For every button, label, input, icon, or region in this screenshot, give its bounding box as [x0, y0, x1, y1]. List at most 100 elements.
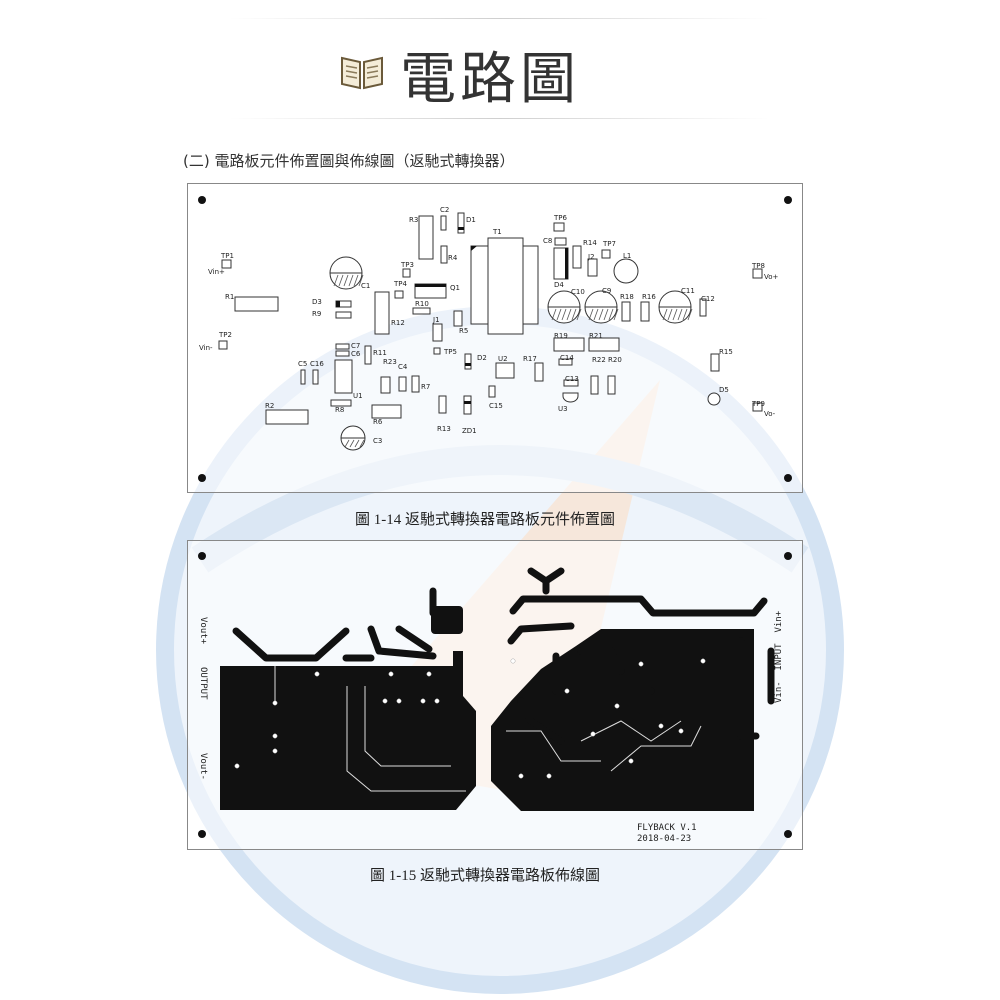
- mounting-hole: [198, 552, 206, 560]
- component-outline: [470, 245, 489, 325]
- component-outline: [752, 268, 763, 279]
- component-label: Q1: [450, 284, 460, 292]
- component-outline: [394, 290, 404, 299]
- component-label: R19: [554, 332, 568, 340]
- component-label: R6: [373, 418, 383, 426]
- copper-trace: [517, 697, 565, 745]
- component-label: C10: [571, 288, 585, 296]
- component-label: U1: [353, 392, 363, 400]
- polarity-mark: [415, 284, 446, 287]
- hatch-line: [551, 308, 557, 321]
- t1-pin-mark: [471, 246, 477, 251]
- component-outline: [335, 350, 350, 357]
- component-label: TP6: [554, 214, 567, 222]
- component-outline: [330, 399, 352, 407]
- component-outline: [300, 369, 306, 385]
- hatch-line: [677, 308, 683, 321]
- component-label: C6: [351, 350, 361, 358]
- figure-2-caption: 圖 1-15 返馳式轉換器電路板佈線圖: [370, 868, 600, 884]
- copper-trace: [232, 627, 350, 662]
- mounting-hole: [784, 474, 792, 482]
- component-outline: [398, 376, 407, 392]
- via-pad: [510, 658, 516, 664]
- hatch-line: [353, 274, 359, 287]
- via-pad: [658, 723, 664, 729]
- component-outline: [440, 245, 448, 264]
- component-label: C2: [440, 206, 450, 214]
- component-label: R4: [448, 254, 458, 262]
- component-label: R9: [312, 310, 322, 318]
- hatch-line: [682, 308, 688, 321]
- hatch-line: [603, 308, 609, 321]
- book-icon: [338, 52, 386, 96]
- polarity-mark: [565, 248, 568, 279]
- component-outline: [601, 249, 611, 259]
- component-outline: [563, 379, 579, 387]
- component-label: R10: [415, 300, 429, 308]
- hatch-line: [556, 308, 562, 321]
- component-outline: [335, 311, 352, 319]
- component-label: R23: [383, 358, 397, 366]
- hatch-line: [588, 308, 594, 321]
- component-label: C14: [560, 354, 574, 362]
- component-outline: [221, 259, 232, 269]
- component-label: R17: [523, 355, 537, 363]
- component-outline: [553, 337, 585, 352]
- component-outline: [590, 375, 599, 395]
- component-label: C16: [310, 360, 324, 368]
- via-pad: [272, 700, 278, 706]
- hatch-line: [598, 308, 604, 321]
- section-subtitle: (二) 電路板元件佈置圖與佈線圖（返馳式轉換器）: [183, 152, 515, 170]
- hatch-line: [593, 308, 599, 321]
- component-label: R20: [608, 356, 622, 364]
- component-outline: [587, 258, 598, 277]
- component-outline: [432, 323, 443, 342]
- component-outline: [463, 395, 472, 415]
- component-outline: [607, 375, 616, 395]
- vout-plus-label: Vout+: [198, 617, 208, 645]
- capacitor-outline: [613, 258, 639, 284]
- mounting-hole: [198, 830, 206, 838]
- component-label: TP5: [444, 348, 457, 356]
- copper-trace: [737, 637, 760, 740]
- component-label: C15: [489, 402, 503, 410]
- copper-trace: [577, 647, 625, 675]
- component-drawing: [198, 196, 792, 482]
- polarity-mark: [465, 363, 471, 366]
- component-label: Vin-: [199, 344, 213, 352]
- mounting-hole: [784, 196, 792, 204]
- hatch-line: [333, 274, 339, 287]
- component-label: R14: [583, 239, 597, 247]
- mounting-hole: [784, 552, 792, 560]
- component-outline: [522, 245, 539, 325]
- component-label: R1: [225, 293, 235, 301]
- component-outline: [374, 291, 390, 335]
- component-label: C5: [298, 360, 308, 368]
- component-label: R5: [459, 327, 469, 335]
- component-label: T1: [493, 228, 502, 236]
- component-label: TP8: [752, 262, 765, 270]
- component-label: C9: [602, 287, 612, 295]
- component-outline: [640, 301, 650, 322]
- component-outline: [457, 212, 465, 234]
- component-outline: [335, 343, 350, 350]
- component-label: TP4: [394, 280, 407, 288]
- hatch-line: [354, 439, 360, 448]
- component-outline: [554, 237, 567, 246]
- trace-outline: [346, 686, 466, 792]
- hatch-line: [662, 308, 668, 321]
- via-pad: [382, 698, 388, 704]
- hatch-line: [561, 308, 567, 321]
- hatch-line: [613, 308, 619, 321]
- component-label: R7: [421, 383, 431, 391]
- hatch-line: [348, 274, 354, 287]
- component-label: D3: [312, 298, 322, 306]
- component-outline: [312, 369, 319, 385]
- figure-1-caption: 圖 1-14 返馳式轉換器電路板元件佈置圖: [355, 512, 615, 528]
- component-outline: [710, 353, 720, 372]
- component-label: R16: [642, 293, 656, 301]
- title-divider: [230, 118, 770, 119]
- hatch-line: [359, 439, 365, 448]
- via-pad: [638, 661, 644, 667]
